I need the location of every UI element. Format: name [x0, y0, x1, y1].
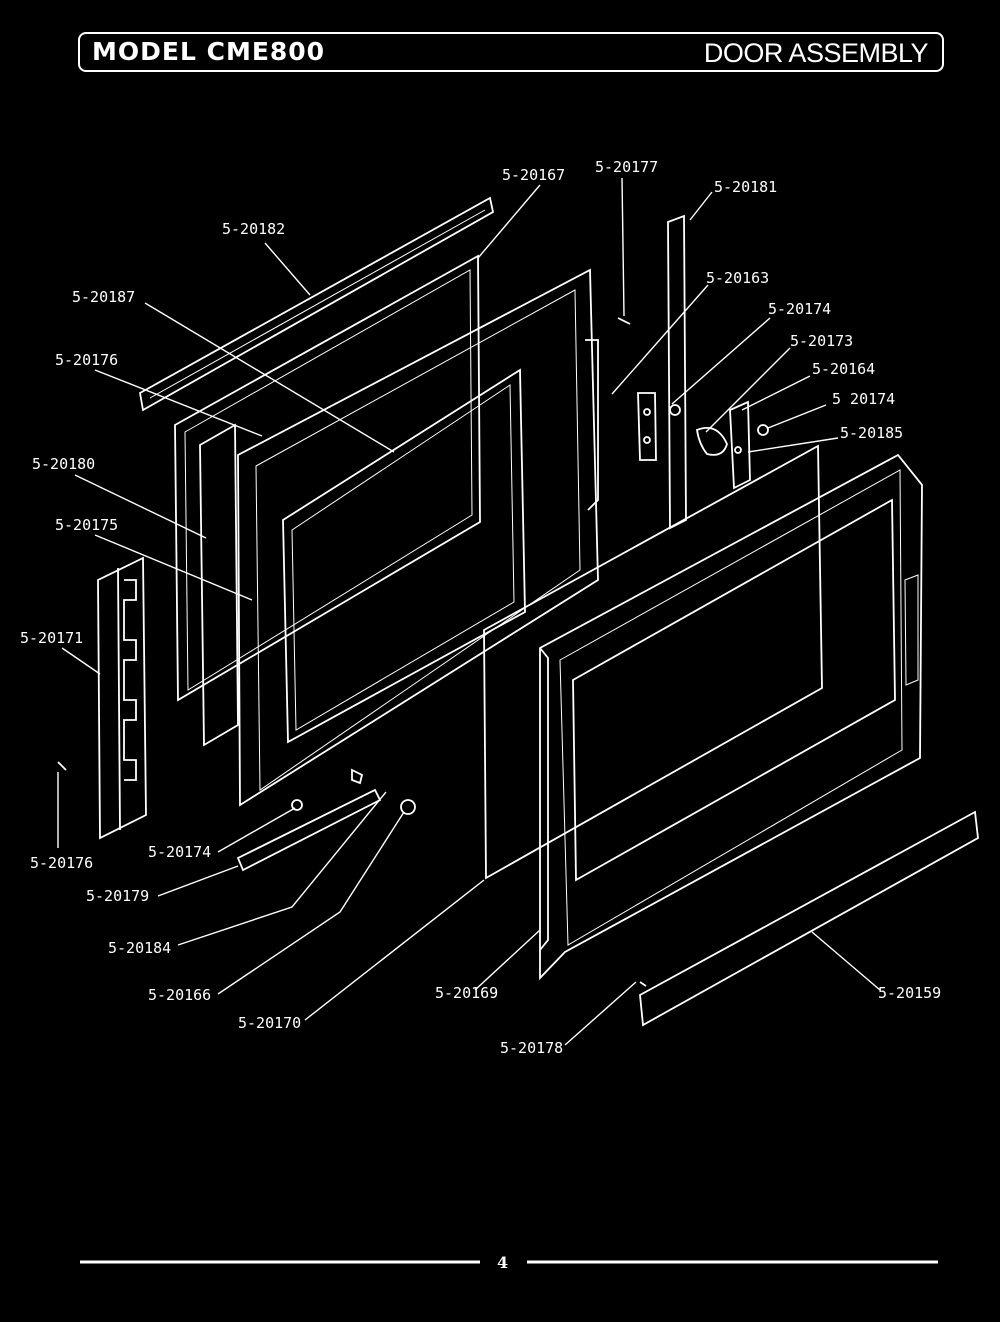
- callout-label: 5-20182: [222, 220, 285, 238]
- callout-label: 5-20178: [500, 1039, 563, 1057]
- callout-label: 5-20163: [706, 269, 769, 287]
- callout-label: 5-20166: [148, 986, 211, 1004]
- top-trim-strip: [139, 196, 495, 412]
- callout-label: 5-20181: [714, 178, 777, 196]
- title-bar: MODEL CME800 DOOR ASSEMBLY: [78, 32, 944, 72]
- callout-label: 5-20187: [72, 288, 135, 306]
- callout-label: 5-20179: [86, 887, 149, 905]
- glass-panel: [483, 444, 823, 880]
- callout-label: 5-20174: [148, 843, 211, 861]
- model-title: MODEL CME800: [92, 37, 326, 66]
- leader-lines: [57, 177, 881, 1046]
- callout-label: 5-20175: [55, 516, 118, 534]
- left-hinge-channel: [97, 556, 147, 840]
- callout-label: 5 20174: [832, 390, 895, 408]
- callout-label: 5-20185: [840, 424, 903, 442]
- section-title: DOOR ASSEMBLY: [703, 38, 929, 68]
- page-number: 4: [497, 1253, 508, 1272]
- latch-hook: [696, 400, 769, 490]
- side-insulation-strip: [199, 423, 239, 747]
- callout-label: 5-20176: [55, 351, 118, 369]
- callout-label: 5-20164: [812, 360, 875, 378]
- door-seal-gasket: [174, 254, 481, 702]
- outer-door-frame: [539, 453, 923, 981]
- callout-label: 5-20174: [768, 300, 831, 318]
- footer: 4: [80, 1253, 938, 1272]
- callout-label: 5-20167: [502, 166, 565, 184]
- callout-label: 5-20173: [790, 332, 853, 350]
- right-hinge-bar: [667, 214, 687, 530]
- handle-bar: [639, 810, 979, 1027]
- callout-label: 5-20171: [20, 629, 83, 647]
- callout-label: 5-20170: [238, 1014, 301, 1032]
- callout-label: 5-20169: [435, 984, 498, 1002]
- callout-label: 5-20180: [32, 455, 95, 473]
- inner-door-panel: [237, 268, 599, 807]
- callout-label: 5-20184: [108, 939, 171, 957]
- callout-label: 5-20159: [878, 984, 941, 1002]
- screws-and-washers: [57, 317, 647, 987]
- hinge-plate: [637, 392, 657, 461]
- callout-label: 5-20177: [595, 158, 658, 176]
- callout-label: 5-20176: [30, 854, 93, 872]
- bottom-seal-tube: [236, 788, 382, 872]
